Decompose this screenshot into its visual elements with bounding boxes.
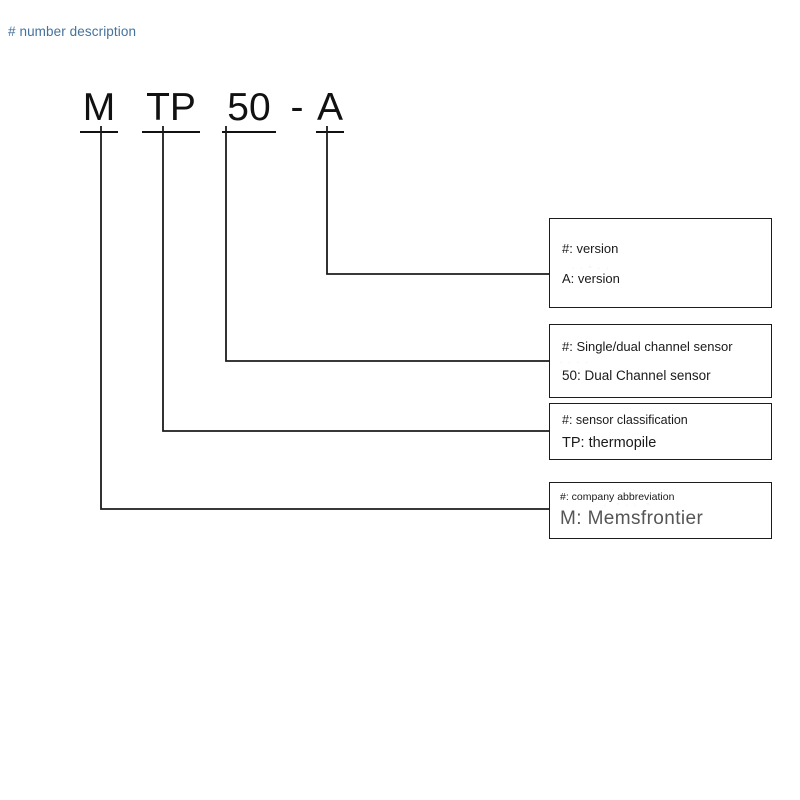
part-number-row: M TP 50 - A — [80, 86, 344, 134]
callout-box-channel: #: Single/dual channel sensor 50: Dual C… — [549, 324, 772, 398]
part-number-segment-m: M — [80, 88, 118, 134]
part-number-segment-tp: TP — [142, 88, 200, 134]
callout-box-classification: #: sensor classification TP: thermopile — [549, 403, 772, 460]
callout-version-specific: A: version — [562, 270, 620, 286]
part-number-segment-a: A — [316, 86, 344, 134]
callout-version-generic: #: version — [562, 240, 619, 256]
leader-line-version — [326, 126, 549, 275]
callout-company-generic: #: company abbreviation — [560, 491, 675, 503]
part-number-separator-dash: - — [290, 86, 304, 129]
leader-line-company — [100, 126, 549, 510]
leader-line-classification — [162, 126, 549, 432]
callout-company-specific: M: Memsfrontier — [560, 508, 704, 529]
callout-box-version: #: version A: version — [549, 218, 772, 308]
leader-line-channel — [225, 126, 549, 362]
part-number-segment-50: 50 — [222, 88, 276, 134]
callout-classification-specific: TP: thermopile — [562, 434, 657, 451]
callout-channel-specific: 50: Dual Channel sensor — [562, 368, 711, 383]
page-title: # number description — [8, 24, 137, 39]
callout-channel-generic: #: Single/dual channel sensor — [562, 339, 733, 354]
callout-box-company: #: company abbreviation M: Memsfrontier — [549, 482, 772, 539]
callout-classification-generic: #: sensor classification — [562, 412, 688, 427]
